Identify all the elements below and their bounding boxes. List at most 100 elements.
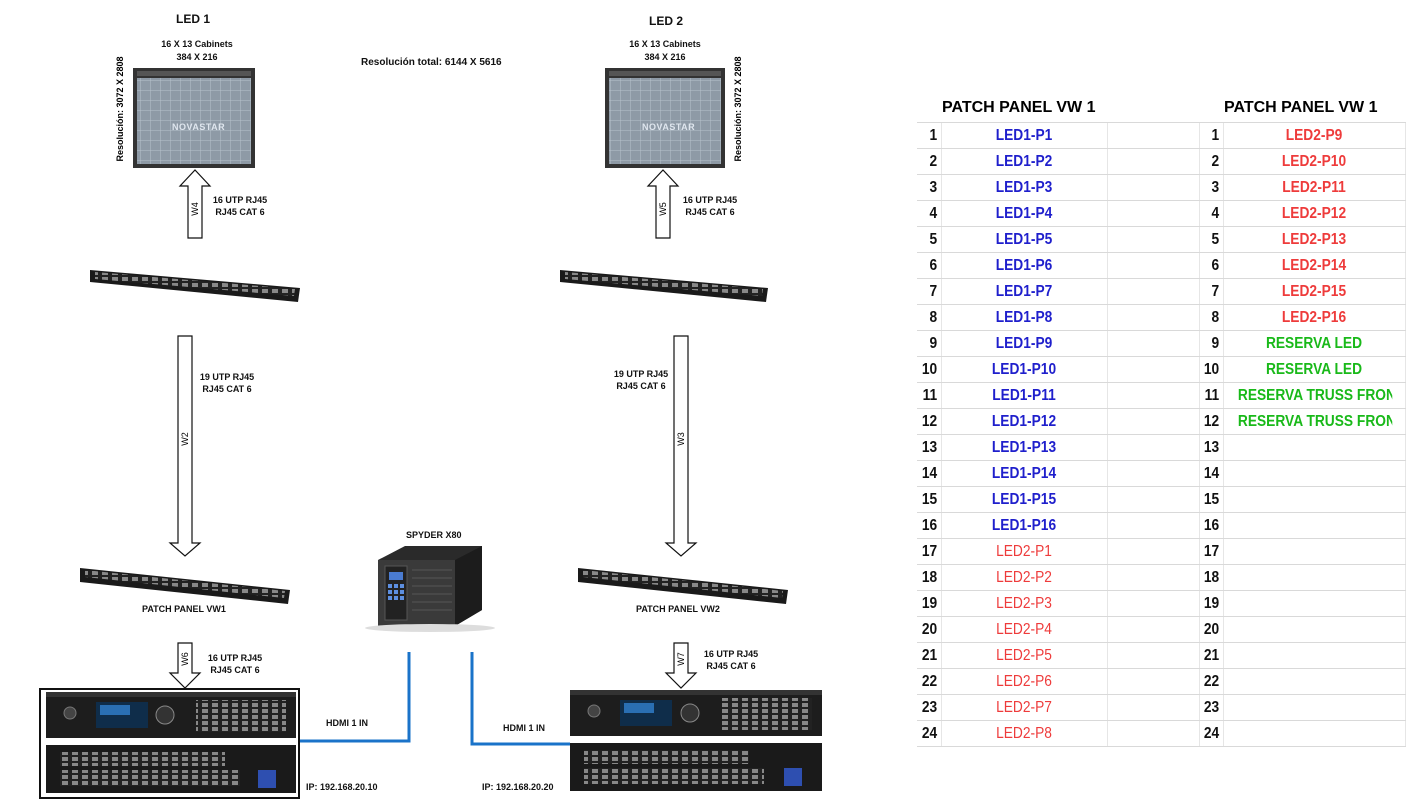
row-spacer bbox=[1113, 668, 1193, 695]
row-right-port: LED2-P13 bbox=[1235, 226, 1393, 253]
row-spacer bbox=[1113, 642, 1193, 669]
row-number-left: 21 bbox=[918, 642, 940, 669]
row-right-port bbox=[1235, 720, 1393, 747]
led2-resolution-label: Resolución: 3072 X 2808 bbox=[733, 56, 743, 162]
row-spacer bbox=[1113, 278, 1193, 305]
led1-small-resolution: 384 X 216 bbox=[176, 52, 218, 62]
w2-code: W2 bbox=[180, 432, 190, 446]
row-spacer bbox=[1113, 226, 1193, 253]
header-right: PATCH PANEL VW 1 bbox=[1223, 94, 1405, 123]
row-left-port: LED1-P16 bbox=[952, 512, 1096, 539]
row-number-right: 15 bbox=[1200, 486, 1222, 513]
led1-screen bbox=[133, 68, 255, 168]
patch-panel-vw2-label: PATCH PANEL VW2 bbox=[636, 604, 720, 614]
row-left-port: LED1-P4 bbox=[952, 200, 1096, 227]
w6-line2: RJ45 CAT 6 bbox=[210, 665, 260, 675]
row-number-left: 6 bbox=[918, 252, 940, 279]
row-left-port: LED1-P13 bbox=[952, 434, 1096, 461]
w4-line2: RJ45 CAT 6 bbox=[215, 207, 265, 217]
w7-code: W7 bbox=[676, 652, 686, 666]
row-right-port bbox=[1235, 512, 1393, 539]
row-spacer bbox=[1113, 590, 1193, 617]
row-right-port: LED2-P12 bbox=[1235, 200, 1393, 227]
row-right-port: RESERVA TRUSS FRONTAL bbox=[1235, 382, 1393, 409]
row-right-port bbox=[1235, 564, 1393, 591]
row-number-left: 20 bbox=[918, 616, 940, 643]
w5-line1: 16 UTP RJ45 bbox=[682, 195, 738, 205]
row-number-right: 9 bbox=[1200, 330, 1222, 357]
row-number-left: 19 bbox=[918, 590, 940, 617]
w6-line1: 16 UTP RJ45 bbox=[207, 653, 263, 663]
w3-line1: 19 UTP RJ45 bbox=[613, 369, 669, 379]
row-number-left: 2 bbox=[918, 148, 940, 175]
row-number-left: 9 bbox=[918, 330, 940, 357]
row-number-right: 3 bbox=[1200, 174, 1222, 201]
row-right-port bbox=[1235, 460, 1393, 487]
w7-line1: 16 UTP RJ45 bbox=[703, 649, 759, 659]
w2-line2: RJ45 CAT 6 bbox=[202, 384, 252, 394]
row-spacer bbox=[1113, 304, 1193, 331]
row-left-port: LED1-P8 bbox=[952, 304, 1096, 331]
row-number-right: 12 bbox=[1200, 408, 1222, 435]
table-row: 21 LED2-P5 21 bbox=[917, 642, 1405, 669]
led2-cabinets: 16 X 13 Cabinets bbox=[629, 39, 701, 49]
row-spacer bbox=[1113, 252, 1193, 279]
row-number-left: 15 bbox=[918, 486, 940, 513]
spyder-x80-device bbox=[365, 546, 495, 632]
row-left-port: LED2-P5 bbox=[952, 642, 1096, 669]
patch-panel-top-left bbox=[90, 270, 300, 302]
row-left-port: LED2-P4 bbox=[952, 616, 1096, 643]
row-number-right: 5 bbox=[1200, 226, 1222, 253]
row-number-right: 2 bbox=[1200, 148, 1222, 175]
row-left-port: LED2-P8 bbox=[952, 720, 1096, 747]
row-left-port: LED1-P2 bbox=[952, 148, 1096, 175]
w5-line2: RJ45 CAT 6 bbox=[685, 207, 735, 217]
row-spacer bbox=[1113, 330, 1193, 357]
table-row: 24 LED2-P8 24 bbox=[917, 720, 1405, 747]
arrow-w3 bbox=[664, 335, 698, 557]
row-right-port bbox=[1235, 538, 1393, 565]
row-number-right: 21 bbox=[1200, 642, 1222, 669]
row-number-left: 24 bbox=[918, 720, 940, 747]
led1-screen-logo: NOVASTAR bbox=[172, 122, 226, 132]
row-number-left: 14 bbox=[918, 460, 940, 487]
patch-panel-top-right bbox=[560, 270, 768, 302]
processor-left bbox=[46, 692, 296, 793]
led1-title: LED 1 bbox=[176, 12, 211, 26]
patch-panel-vw1-label: PATCH PANEL VW1 bbox=[142, 604, 226, 614]
led1-resolution-label: Resolución: 3072 X 2808 bbox=[115, 56, 125, 162]
row-spacer bbox=[1113, 122, 1193, 149]
row-spacer bbox=[1113, 538, 1193, 565]
row-number-left: 3 bbox=[918, 174, 940, 201]
row-right-port bbox=[1235, 434, 1393, 461]
row-number-right: 24 bbox=[1200, 720, 1222, 747]
patch-panel-vw2 bbox=[578, 568, 788, 604]
led2-small-resolution: 384 X 216 bbox=[644, 52, 686, 62]
row-number-right: 7 bbox=[1200, 278, 1222, 305]
row-number-right: 22 bbox=[1200, 668, 1222, 695]
row-spacer bbox=[1113, 486, 1193, 513]
row-right-port bbox=[1235, 486, 1393, 513]
row-number-left: 7 bbox=[918, 278, 940, 305]
row-spacer bbox=[1113, 512, 1193, 539]
row-number-left: 10 bbox=[918, 356, 940, 383]
processor-left-frame bbox=[39, 688, 300, 799]
w3-line2: RJ45 CAT 6 bbox=[616, 381, 666, 391]
row-number-left: 11 bbox=[918, 382, 940, 409]
row-spacer bbox=[1113, 616, 1193, 643]
row-right-port: RESERVA LED bbox=[1235, 330, 1393, 357]
row-number-left: 22 bbox=[918, 668, 940, 695]
row-left-port: LED1-P6 bbox=[952, 252, 1096, 279]
